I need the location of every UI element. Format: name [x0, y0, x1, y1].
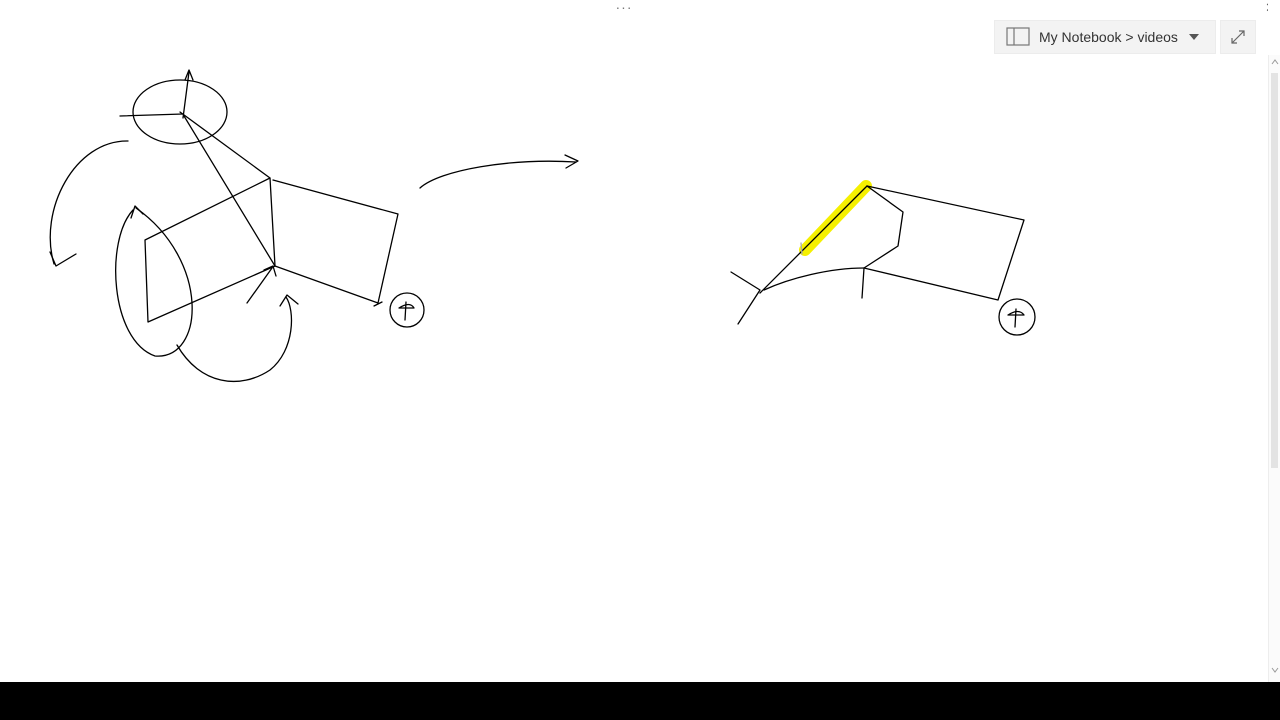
- expand-icon: [1231, 30, 1245, 44]
- breadcrumb-text: My Notebook > videos: [1039, 29, 1178, 45]
- scroll-down-icon[interactable]: [1270, 665, 1280, 675]
- p-label-glyph: [398, 301, 415, 321]
- ink-layer: [49, 69, 1036, 382]
- neck-line-1: [179, 111, 271, 179]
- corner-lines: [730, 271, 761, 325]
- right-pose-sketch: [730, 180, 1036, 336]
- corner-tick: [373, 301, 383, 307]
- scroll-thumb[interactable]: [1271, 73, 1278, 468]
- notebook-breadcrumb-dropdown[interactable]: My Notebook > videos: [994, 20, 1216, 54]
- p-label-circle: [389, 292, 425, 328]
- bottom-edge: [763, 267, 865, 291]
- faint-tick: [800, 242, 803, 255]
- diagonal-line: [759, 185, 868, 294]
- small-arrowhead: [263, 265, 277, 277]
- ink-canvas[interactable]: [0, 0, 1268, 682]
- up-arrow-head: [184, 69, 194, 81]
- bottom-curve-arrowhead: [279, 294, 299, 307]
- side-panel: [272, 179, 399, 304]
- loop-curve: [115, 207, 193, 357]
- scroll-up-icon[interactable]: [1270, 57, 1280, 67]
- bottom-black-bar: [0, 682, 1280, 720]
- connecting-arrow: [419, 154, 579, 189]
- fold-line: [863, 185, 904, 269]
- notebook-icon: [1005, 26, 1033, 48]
- p-label-glyph-right: [1007, 308, 1025, 328]
- side-panel-right: [863, 185, 1025, 301]
- more-options-button[interactable]: ···: [615, 0, 633, 15]
- p-label-circle-right: [998, 298, 1036, 336]
- horizontal-axis-line: [119, 113, 184, 117]
- front-panel: [144, 177, 276, 323]
- left-pose-sketch: [49, 69, 425, 382]
- loop-arrowhead: [130, 205, 144, 219]
- window-edge: [1268, 0, 1280, 55]
- vertical-scrollbar[interactable]: [1268, 55, 1280, 682]
- chevron-down-icon: [1188, 34, 1199, 40]
- head-circle: [132, 79, 228, 145]
- short-drop: [861, 267, 865, 299]
- small-arrow: [246, 267, 273, 304]
- left-curve-arrow: [49, 140, 129, 265]
- up-arrow-line: [182, 71, 190, 119]
- expand-button[interactable]: [1220, 20, 1256, 54]
- bottom-curve-arrow: [176, 296, 293, 382]
- neck-line-2: [183, 115, 276, 267]
- left-curve-arrowhead: [49, 251, 77, 267]
